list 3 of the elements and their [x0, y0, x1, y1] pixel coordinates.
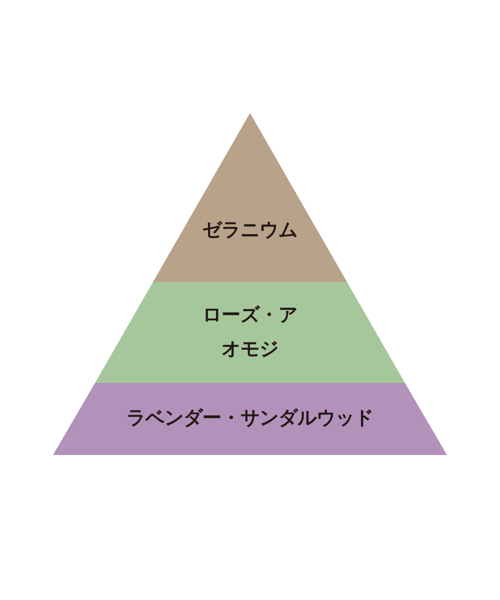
tier-label: ラベンダー・サンダルウッド — [126, 406, 374, 431]
tier-label: ローズ・アオモジ — [202, 303, 298, 362]
tier-label: ゼラニウム — [202, 218, 298, 243]
